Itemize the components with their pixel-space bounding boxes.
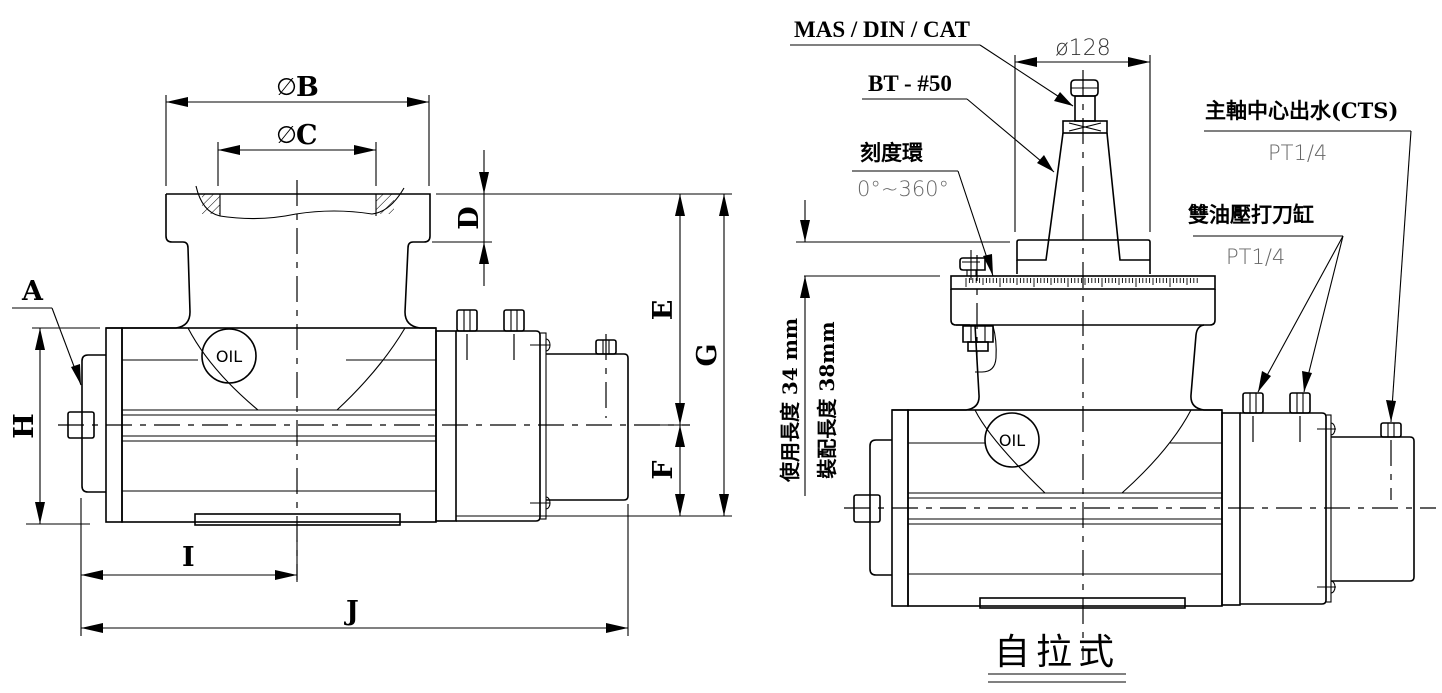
cylinder	[435, 309, 629, 522]
graduation-range-label: 0°~360°	[857, 177, 949, 201]
oil-plug: OIL	[201, 328, 257, 384]
dim-label-g: G	[692, 343, 723, 366]
cts-callout: 主軸中心出水(CTS) PT1/4	[1204, 98, 1412, 423]
usage-length-label: 使用長度 34 mm	[778, 318, 802, 483]
dim-label-f: F	[648, 460, 679, 479]
taper-spec-callout: BT - #50	[862, 71, 1055, 173]
taper-spec-label: BT - #50	[868, 71, 952, 96]
cts-thread-label: PT1/4	[1268, 141, 1327, 165]
hydraulic-label: 雙油壓打刀缸	[1188, 202, 1314, 227]
hydraulic-thread-label: PT1/4	[1226, 245, 1285, 269]
assembly-length-label: 裝配長度 38mm	[815, 321, 839, 479]
right-oil-label: OIL	[999, 431, 1025, 450]
dim-label-a: A	[21, 276, 44, 307]
view-title: 自拉式	[988, 632, 1126, 683]
tool-holder	[1016, 79, 1151, 274]
right-oil-plug: OIL	[984, 412, 1040, 468]
dim-label-b: B	[296, 72, 319, 103]
right-cylinder	[1221, 392, 1415, 606]
dim-label-h: H	[9, 413, 40, 439]
dim-label-c: C	[296, 120, 318, 151]
taper-standard-callout: MAS / DIN / CAT	[790, 17, 1074, 107]
diameter-symbol-b: ∅	[276, 73, 297, 101]
graduation-ring	[950, 250, 1222, 411]
diameter-128-label: ø128	[1055, 36, 1110, 61]
top-flange	[106, 185, 436, 329]
diameter-128-dimension: ø128	[1014, 36, 1151, 232]
right-main-body	[853, 324, 1223, 609]
dim-label-e: E	[648, 300, 679, 321]
dim-label-i: I	[182, 542, 195, 573]
graduation-ring-label: 刻度環	[860, 140, 924, 165]
view-title-text: 自拉式	[994, 632, 1120, 673]
taper-standard-label: MAS / DIN / CAT	[794, 17, 970, 42]
diameter-symbol-c: ∅	[276, 121, 297, 149]
main-body	[67, 327, 437, 526]
graduation-ticks	[965, 278, 1198, 287]
length-dimension: 使用長度 34 mm 裝配長度 38mm	[778, 200, 1010, 496]
left-dimensions: ∅ B ∅ C D E F	[9, 72, 732, 636]
dim-label-d: D	[454, 206, 485, 229]
hydraulic-callout: 雙油壓打刀缸 PT1/4	[1188, 202, 1344, 393]
oil-label: OIL	[216, 347, 242, 366]
cts-label: 主軸中心出水(CTS)	[1205, 98, 1398, 123]
right-view: OIL	[778, 17, 1436, 683]
left-view: OIL	[9, 72, 732, 636]
graduation-ring-callout: 刻度環 0°~360°	[852, 140, 994, 277]
dim-label-j: J	[344, 596, 359, 627]
